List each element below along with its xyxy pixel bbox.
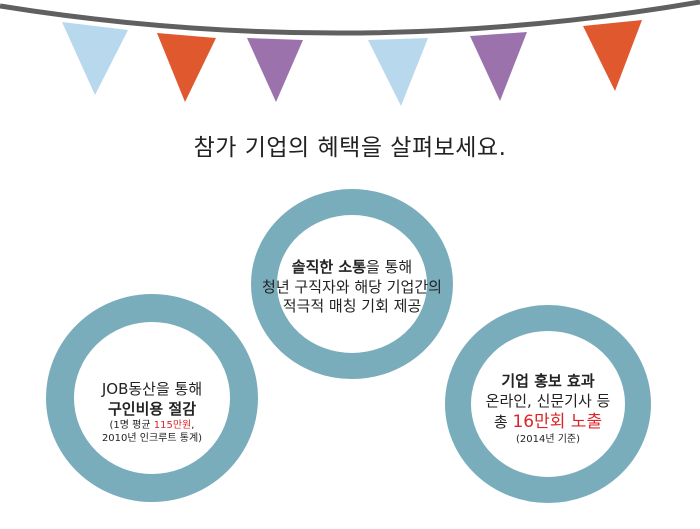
benefit-text: 온라인, 신문기사 등 [485, 391, 611, 410]
benefit-bold: 솔직한 소통 [291, 258, 367, 276]
benefit-text: 을 통해 [366, 258, 413, 276]
pennant-flag [157, 33, 216, 102]
benefit-text: JOB동산을 통해 [101, 380, 203, 398]
pennant-flag [583, 20, 642, 91]
ring-right [445, 305, 651, 503]
note-highlight: 115만원 [153, 420, 192, 431]
bunting-string [0, 0, 700, 36]
pennant-flag [62, 22, 128, 95]
ring-left [46, 294, 258, 502]
benefit-cost: JOB동산을 통해 구인비용 절감 (1명 평균 115만원, 2010년 인크… [52, 380, 252, 445]
pennant-flag [368, 38, 428, 106]
ring-top [251, 189, 453, 379]
benefit-text: 적극적 매칭 기회 제공 [282, 297, 422, 315]
benefit-text: 청년 구직자와 해당 기업간의 [262, 277, 442, 296]
note: 2010년 인크루트 통계) [101, 433, 203, 444]
benefit-highlight: 16만회 노출 [512, 412, 603, 432]
note: (2014년 기준) [515, 434, 581, 446]
benefit-communication: 솔직한 소통을 통해 청년 구직자와 해당 기업간의 적극적 매칭 기회 제공 [232, 258, 472, 317]
benefit-text: 총 [493, 413, 513, 431]
benefit-bold: 구인비용 절감 [107, 399, 197, 418]
page-title: 참가 기업의 혜택을 살펴보세요. [193, 135, 507, 161]
pennant-flag [470, 32, 527, 101]
benefit-bold: 기업 홍보 효과 [501, 372, 595, 390]
benefit-promotion: 기업 홍보 효과 온라인, 신문기사 등 총 16만회 노출 (2014년 기준… [448, 372, 648, 446]
pennant-flag [247, 38, 303, 102]
note: (1명 평균 [109, 420, 154, 431]
note: , [191, 420, 195, 431]
